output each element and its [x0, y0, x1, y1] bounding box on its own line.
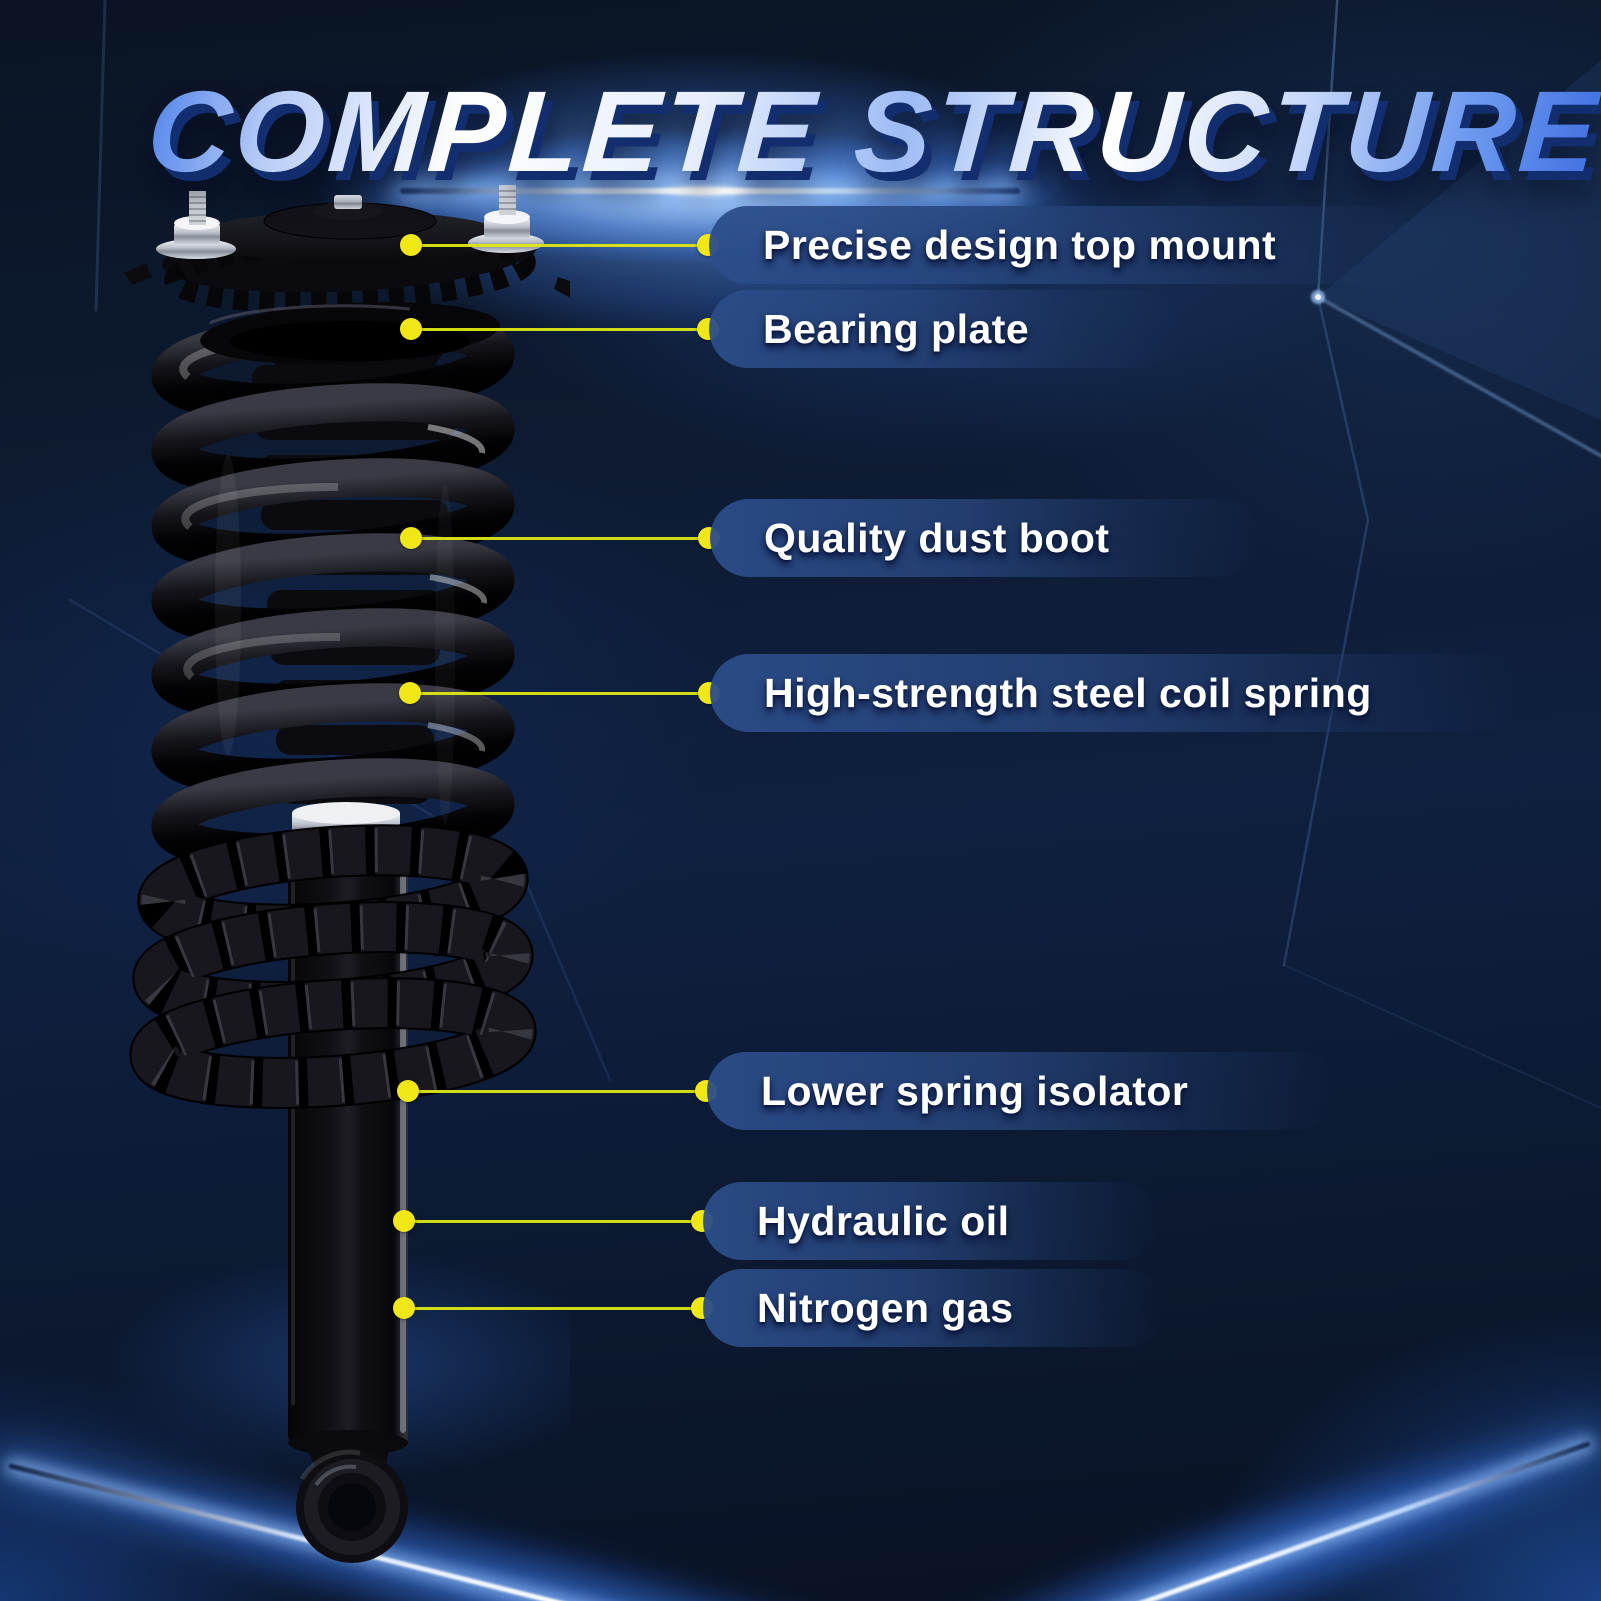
page-title-text: COMPLETE STRUCTURE	[144, 68, 1601, 196]
strut-product-illustration	[110, 185, 570, 1563]
page-title: COMPLETE STRUCTURE COMPLETE STRUCTURE	[144, 68, 1601, 205]
coil-spring	[151, 308, 515, 872]
spring-reflection	[435, 485, 455, 825]
spring-reflection	[215, 455, 241, 755]
eye-ring-mount	[296, 1449, 408, 1563]
lower-spring-isolator	[129, 824, 537, 1109]
mount-stud-left	[156, 191, 236, 259]
